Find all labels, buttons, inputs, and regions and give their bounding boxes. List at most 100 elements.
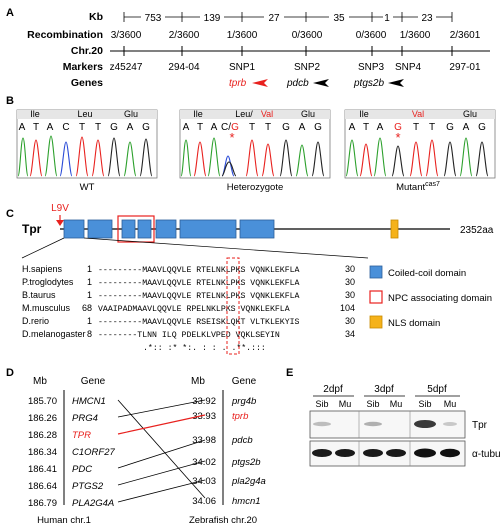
panel-label-b: B	[6, 95, 14, 107]
recombination-value: 1/3600	[400, 30, 431, 41]
gene-name: pdcb	[231, 435, 253, 446]
gene-name: HMCN1	[72, 396, 106, 407]
mb-value: 33.92	[192, 396, 216, 407]
seq-start: 1	[87, 316, 92, 326]
legend-label: NPC associating domain	[388, 293, 492, 304]
codon-label: Val	[261, 109, 273, 119]
synteny-line	[117, 460, 206, 486]
row-label-recombination: Recombination	[27, 29, 103, 41]
base-call: G	[446, 122, 454, 133]
marker-label: SNP2	[294, 62, 321, 73]
gene-name: PLA2G4A	[72, 498, 114, 509]
gene-arrow-icon	[252, 79, 268, 87]
distance-label: 23	[421, 13, 433, 24]
timepoint-label: 3dpf	[374, 384, 394, 395]
panel-label-a: A	[6, 7, 14, 19]
base-call: G	[142, 122, 150, 133]
base-call: T	[363, 122, 369, 133]
gene-name: PDC	[72, 464, 92, 475]
gene-name: prg4b	[231, 396, 256, 407]
band-label: Tpr	[472, 420, 488, 431]
mutation-star: *	[229, 130, 234, 145]
seq-start: 1	[87, 277, 92, 287]
lane-label: Mu	[444, 399, 457, 409]
marker-labels: z45247 294-04 SNP1 SNP2 SNP3 SNP4 297-01	[110, 62, 481, 73]
blot-band	[335, 449, 355, 457]
recombination-values: 3/3600 2/3600 1/3600 0/3600 0/3600 1/360…	[111, 30, 481, 41]
seq-text: ---------MAAVLQQVLE RTELNKLPKS VQNKLEKFL…	[98, 279, 300, 288]
gene-arrow-icon	[388, 79, 404, 87]
recombination-value: 0/3600	[292, 30, 323, 41]
panel-label-c: C	[6, 208, 14, 220]
distance-label: 753	[145, 13, 162, 24]
blot-band	[440, 448, 460, 458]
mutation-arrow-icon	[56, 220, 64, 226]
synteny-lines	[117, 399, 206, 503]
conserved-residue-box	[226, 257, 240, 355]
band-label: α-tubulin	[472, 449, 500, 460]
gene-label: tprb	[229, 78, 247, 89]
base-call: T	[33, 122, 39, 133]
seq-start: 1	[87, 290, 92, 300]
mb-value: 186.34	[28, 447, 57, 458]
blot-band	[443, 422, 457, 426]
recombination-value: 0/3600	[356, 30, 387, 41]
timepoint-labels: 2dpf 3dpf 5dpf	[323, 384, 447, 395]
recombination-value: 3/3600	[111, 30, 142, 41]
mb-value: 186.64	[28, 481, 57, 492]
distance-label: 27	[268, 13, 280, 24]
base-call: A	[183, 122, 190, 133]
seq-end: 104	[340, 303, 355, 313]
recombination-value: 1/3600	[227, 30, 258, 41]
base-call: A	[349, 122, 356, 133]
synteny-line	[117, 439, 206, 469]
species-name: H.sapiens	[22, 264, 63, 274]
base-call: T	[413, 122, 419, 133]
seq-start: 1	[87, 264, 92, 274]
recombination-value: 2/3601	[450, 30, 481, 41]
chromosome-line	[110, 46, 490, 56]
base-call: A	[47, 122, 54, 133]
marker-label: z45247	[110, 62, 143, 73]
panel-c: C Tpr L9V 2352aa H.sapiens 1 -	[6, 203, 494, 355]
trace-caption: WT	[80, 182, 95, 193]
blot-band	[364, 421, 382, 427]
seq-start: 8	[87, 329, 92, 339]
mb-value: 33.93	[192, 411, 216, 422]
gene-label: pdcb	[286, 78, 309, 89]
codon-label: Ile	[30, 109, 40, 119]
seq-text: ---------MAAVLQQVLE RTELNKLPKS VQNKLEKFL…	[98, 292, 300, 301]
mb-value: 186.28	[28, 430, 57, 441]
row-label-markers: Markers	[63, 61, 103, 73]
legend-swatch	[369, 265, 383, 279]
trace-caption: Mutantcas7	[396, 181, 440, 193]
base-call: A	[377, 122, 384, 133]
lane-label: Sib	[315, 399, 328, 409]
mb-value: 186.79	[28, 498, 57, 509]
gene-header: Gene	[81, 376, 106, 387]
panel-label-d: D	[6, 367, 14, 379]
codon-label: Leu/	[235, 109, 253, 119]
gene-header: Gene	[232, 376, 257, 387]
base-call: T	[95, 122, 101, 133]
panel-e: E 2dpf 3dpf 5dpf Sib Mu Sib Mu Sib Mu	[286, 367, 500, 467]
marker-label: SNP1	[229, 62, 256, 73]
alignment-row: P.troglodytes 1 ---------MAAVLQQVLE RTEL…	[22, 277, 355, 288]
coiled-coil-domains	[63, 219, 275, 239]
species-name: M.musculus	[22, 303, 71, 313]
blot-band	[313, 421, 331, 427]
row-labels: Recombination Chr.20 Markers Genes	[27, 29, 103, 89]
base-call: T	[265, 122, 271, 133]
mb-value: 186.41	[28, 464, 57, 475]
protein-name: Tpr	[22, 222, 42, 236]
lane-label: Mu	[339, 399, 352, 409]
tpr-blot	[309, 410, 466, 439]
mb-header: Mb	[191, 376, 205, 387]
species-name: D.melanogaster	[22, 329, 86, 339]
alignment-row: B.taurus 1 ---------MAAVLQQVLE RTELNKLPK…	[22, 290, 355, 301]
base-call: T	[197, 122, 203, 133]
lane-label: Sib	[418, 399, 431, 409]
gene-name: ptgs2b	[231, 457, 261, 468]
base-call: A	[211, 122, 218, 133]
alignment-row: D.rerio 1 ---------MAAVLQQVLE RSEISKLQKT…	[22, 316, 355, 327]
